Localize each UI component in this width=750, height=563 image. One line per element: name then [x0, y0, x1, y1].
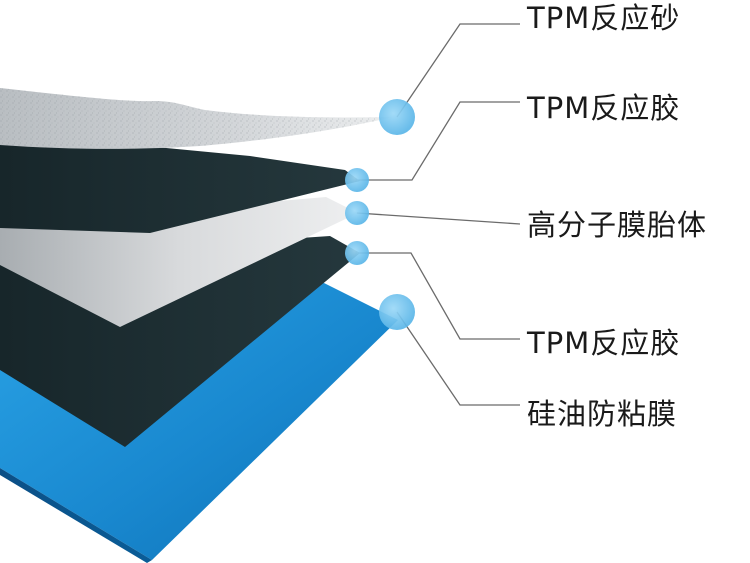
reaction-sand-texture	[0, 88, 393, 149]
marker-dot-reaction-sand	[379, 99, 415, 135]
label-lower-reaction-adhesive: TPM反应胶	[527, 326, 681, 360]
label-silicone-release-film: 硅油防粘膜	[527, 397, 678, 431]
leader-line-polymer-film	[356, 212, 521, 225]
leader-line-release-film	[396, 311, 520, 406]
leader-line-upper-adhesive	[357, 101, 520, 181]
leader-line-lower-adhesive	[357, 252, 520, 340]
label-upper-reaction-adhesive: TPM反应胶	[527, 91, 681, 125]
label-reaction-sand: TPM反应砂	[527, 1, 681, 35]
marker-dot-upper-adhesive	[345, 168, 369, 192]
label-polymer-film-carrier: 高分子膜胎体	[527, 208, 708, 242]
silicone-release-film-edge	[0, 468, 152, 563]
marker-dot-release-film	[379, 294, 415, 330]
marker-dot-lower-adhesive	[345, 241, 369, 265]
leader-line-reaction-sand	[396, 23, 520, 118]
marker-dot-polymer-film	[345, 201, 369, 225]
upper-tpm-adhesive-layer	[0, 132, 360, 233]
